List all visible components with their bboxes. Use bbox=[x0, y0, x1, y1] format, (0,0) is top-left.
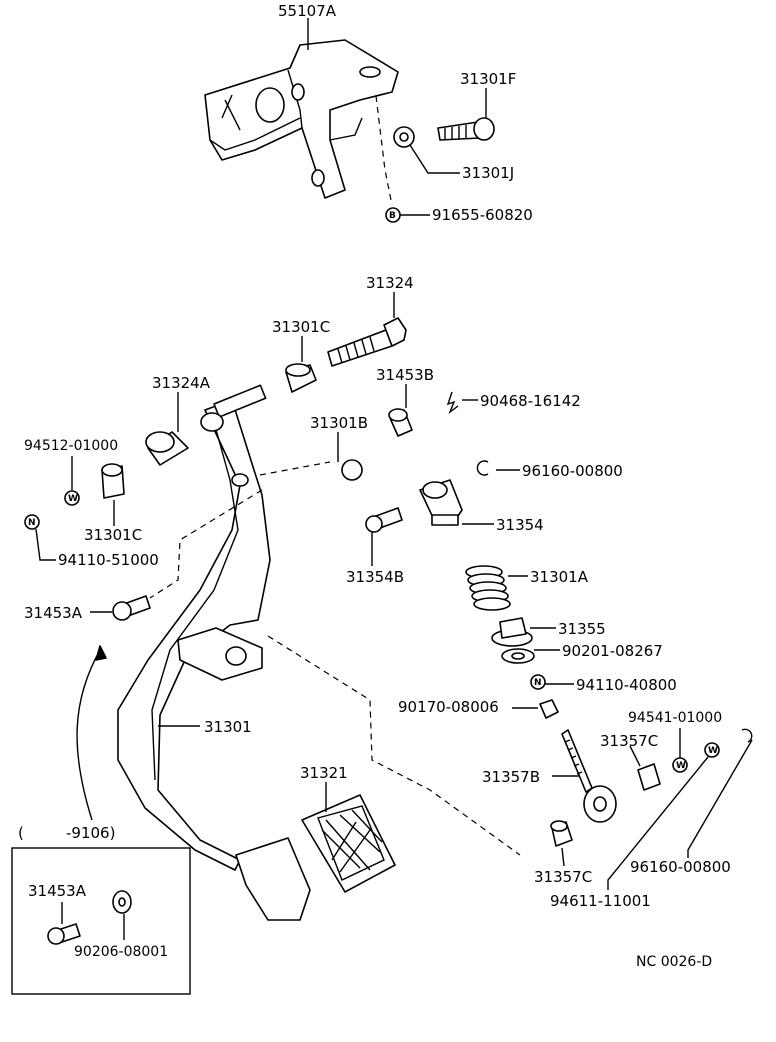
label-31357B: 31357B bbox=[482, 768, 540, 786]
inset-title-open: ( bbox=[18, 824, 24, 842]
bracket-55107A bbox=[204, 39, 399, 199]
clip-96160-00800-top bbox=[476, 460, 489, 476]
label-94512-01000: 94512-01000 bbox=[24, 438, 118, 454]
bushing-31301C-top bbox=[285, 363, 317, 393]
label-94541-01000: 94541-01000 bbox=[628, 710, 722, 726]
label-31301C-left: 31301C bbox=[84, 526, 142, 544]
seat-31355 bbox=[491, 617, 533, 647]
svg-text:B: B bbox=[389, 211, 396, 221]
label-31357C-top: 31357C bbox=[600, 732, 658, 750]
label-90170-08006: 90170-08006 bbox=[398, 698, 499, 716]
inset-box: ( -9106) 31453A 90206-08001 bbox=[11, 824, 191, 995]
label-31355: 31355 bbox=[558, 620, 606, 638]
label-96160-00800-top: 96160-00800 bbox=[522, 462, 623, 480]
spring-31301A bbox=[465, 565, 511, 611]
label-55107A: 55107A bbox=[278, 2, 337, 20]
label-31453A-inset: 31453A bbox=[28, 882, 87, 900]
label-31357C-bottom: 31357C bbox=[534, 868, 592, 886]
bolt-31301F bbox=[437, 117, 495, 141]
clip-96160-00800-bottom bbox=[741, 728, 753, 743]
n-symbol-icon-2 bbox=[530, 674, 546, 690]
n-symbol-icon bbox=[24, 514, 40, 530]
svg-text:N: N bbox=[534, 678, 542, 688]
bushing-31301C-left bbox=[101, 463, 125, 499]
label-31301A: 31301A bbox=[530, 568, 589, 586]
label-91655-60820: 91655-60820 bbox=[432, 206, 533, 224]
svg-text:W: W bbox=[676, 761, 686, 771]
label-94611-11001: 94611-11001 bbox=[550, 892, 651, 910]
clevis-31354 bbox=[419, 479, 463, 526]
pedal-arm-31301 bbox=[117, 384, 311, 921]
washer-90201-08267 bbox=[501, 648, 535, 664]
label-31324: 31324 bbox=[366, 274, 414, 292]
collar-31324A bbox=[145, 431, 189, 466]
w-symbol-icon-3 bbox=[704, 742, 720, 758]
label-31453B: 31453B bbox=[376, 366, 434, 384]
svg-text:W: W bbox=[708, 746, 718, 756]
pin-31453A bbox=[112, 595, 151, 621]
label-31301J: 31301J bbox=[462, 164, 514, 182]
label-31301F: 31301F bbox=[460, 70, 516, 88]
arrow-icon bbox=[76, 649, 101, 821]
pin-31354B bbox=[365, 507, 403, 533]
svg-text:W: W bbox=[68, 494, 78, 504]
svg-text:N: N bbox=[28, 518, 36, 528]
label-96160-00800-bottom: 96160-00800 bbox=[630, 858, 731, 876]
bushing-31301B bbox=[341, 459, 363, 481]
w-symbol-icon bbox=[64, 490, 80, 506]
label-31301B: 31301B bbox=[310, 414, 368, 432]
bushing-31301J bbox=[393, 126, 415, 148]
pedal-pad-31321 bbox=[301, 794, 396, 893]
nut-90170-08006 bbox=[539, 699, 559, 719]
label-90201-08267: 90201-08267 bbox=[562, 642, 663, 660]
bushing-31357C-bottom bbox=[550, 820, 573, 847]
label-31354: 31354 bbox=[496, 516, 544, 534]
bushing-31357C-top bbox=[637, 763, 661, 791]
footer-code: NC 0026-D bbox=[636, 954, 712, 970]
inset-title-range: -9106) bbox=[66, 824, 115, 842]
w-symbol-icon-2 bbox=[672, 757, 688, 773]
label-31453A: 31453A bbox=[24, 604, 83, 622]
label-94110-51000: 94110-51000 bbox=[58, 551, 159, 569]
clip-90468-16142 bbox=[446, 391, 459, 415]
rod-31357B bbox=[561, 729, 617, 823]
label-31301: 31301 bbox=[204, 718, 252, 736]
label-31301C-top: 31301C bbox=[272, 318, 330, 336]
label-90206-08001: 90206-08001 bbox=[74, 944, 168, 960]
bolt-31324 bbox=[327, 317, 407, 367]
label-31321: 31321 bbox=[300, 764, 348, 782]
label-31324A: 31324A bbox=[152, 374, 211, 392]
label-94110-40800: 94110-40800 bbox=[576, 676, 677, 694]
label-31354B: 31354B bbox=[346, 568, 404, 586]
label-90468-16142: 90468-16142 bbox=[480, 392, 581, 410]
bushing-31453B bbox=[388, 408, 413, 437]
